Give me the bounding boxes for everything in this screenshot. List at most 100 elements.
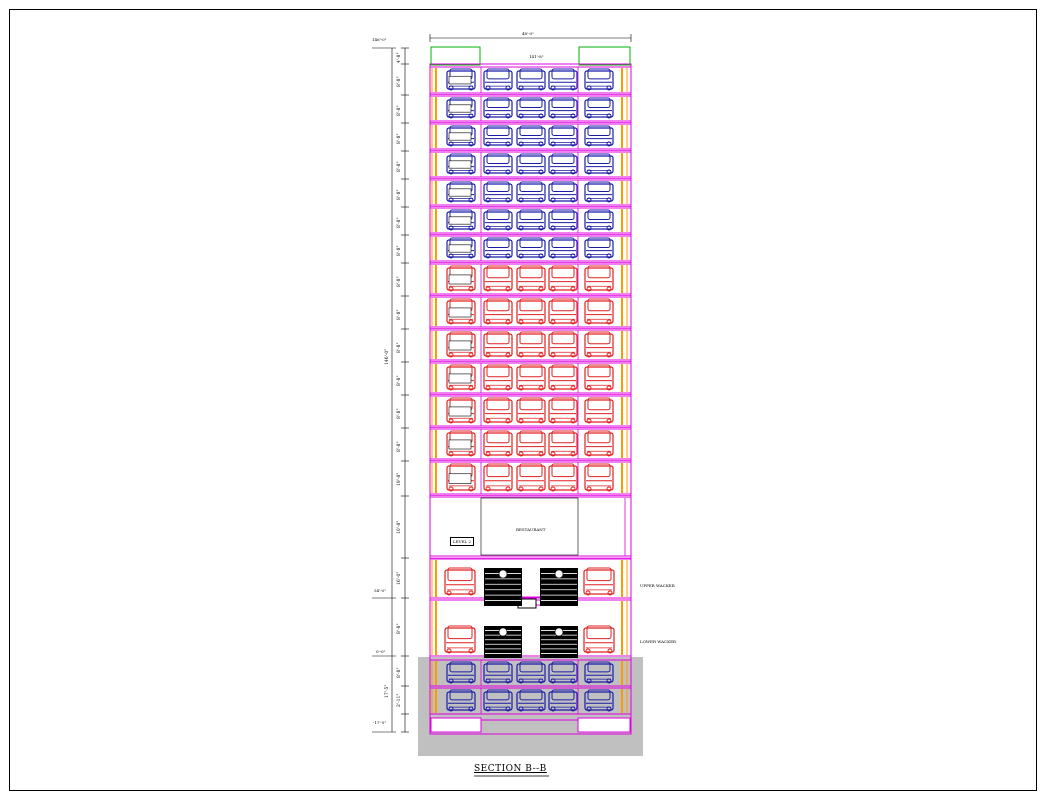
floor-height-label: 8'-8": [397, 133, 402, 144]
car: [516, 430, 546, 457]
car: [516, 68, 546, 91]
car: [483, 237, 513, 259]
floor-height-label: 8'-8": [397, 217, 402, 228]
car: [483, 463, 513, 492]
car: [584, 298, 614, 325]
total-height-label: 146'-0": [385, 348, 390, 365]
car: [516, 265, 546, 292]
parking-floor: [429, 95, 632, 122]
restaurant-label: RESTAURANT: [516, 527, 546, 532]
floor-height-label: 8'-8": [397, 623, 402, 634]
elevator-plate: [448, 188, 472, 197]
pit-slab: [429, 713, 632, 721]
parking-floor: [429, 395, 632, 427]
car: [584, 689, 614, 712]
parking-floor: [429, 263, 632, 295]
floor-height-label: 8'-8": [397, 161, 402, 172]
elevator-plate: [448, 373, 472, 384]
car: [584, 265, 614, 292]
drawing-frame: [9, 9, 1037, 791]
car: [548, 265, 578, 292]
floor-height-label: 16'-0": [397, 571, 402, 585]
floor-height-label: 8'-8": [397, 275, 402, 287]
car: [483, 298, 513, 325]
elevator-plate: [448, 439, 472, 450]
overall-width-label: 48'-0": [522, 31, 534, 36]
car: [444, 625, 476, 654]
floor-height-label: 8'-8": [397, 189, 402, 200]
car: [548, 463, 578, 492]
parking-floor: [429, 235, 632, 262]
floor-height-label: 8'-8": [397, 667, 402, 678]
car: [548, 237, 578, 259]
floor-height-label: 8'-8": [397, 105, 402, 116]
car: [444, 567, 476, 596]
car: [584, 209, 614, 231]
car: [483, 661, 513, 684]
car: [584, 125, 614, 147]
section-title: SECTION B--B: [474, 764, 547, 774]
parking-floor: [429, 179, 632, 206]
car: [516, 153, 546, 175]
street-level-label: 0'-0": [376, 649, 386, 654]
car: [548, 331, 578, 358]
car: [584, 430, 614, 457]
car: [483, 331, 513, 358]
elevator-indicator: [554, 569, 564, 579]
elevator-plate: [448, 406, 472, 417]
bottom-level-label: -17'-5": [373, 720, 387, 725]
car: [516, 331, 546, 358]
car: [446, 661, 476, 684]
car: [584, 68, 614, 91]
car: [516, 298, 546, 325]
car: [516, 364, 546, 391]
parking-floor: [429, 151, 632, 178]
car: [516, 463, 546, 492]
upper-wacker-level-label: 34'-0": [374, 588, 386, 593]
car: [483, 689, 513, 712]
floor-height-label: 8'-8": [397, 440, 402, 452]
car: [584, 463, 614, 492]
car: [548, 364, 578, 391]
elevator-plate: [448, 473, 472, 484]
car: [483, 181, 513, 203]
car: [516, 181, 546, 203]
car: [516, 661, 546, 684]
car: [548, 68, 578, 91]
car: [584, 364, 614, 391]
lower-wacker-label: LOWER WACKER: [640, 639, 677, 644]
elevator-plate: [448, 216, 472, 225]
car: [584, 331, 614, 358]
car: [483, 153, 513, 175]
car: [548, 153, 578, 175]
car: [583, 567, 615, 596]
elevator-indicator: [498, 569, 508, 579]
roof-stair-box-right: [578, 46, 631, 66]
ground-fill: [418, 657, 643, 756]
roof-slab-label: 141'-8": [529, 54, 544, 59]
elevator-plate: [448, 75, 472, 85]
parking-floor: [429, 329, 632, 361]
parking-floor: [429, 123, 632, 150]
top-level-label: 146'-0": [372, 37, 387, 42]
elevator-plate: [448, 340, 472, 351]
car: [483, 397, 513, 424]
elevator-plate: [448, 160, 472, 169]
parking-floor: [429, 428, 632, 460]
elevator-plate: [448, 132, 472, 141]
floor-height-label: 2'-11": [397, 693, 402, 707]
car: [548, 125, 578, 147]
car: [516, 209, 546, 231]
car: [548, 97, 578, 119]
car: [446, 689, 476, 712]
car: [516, 237, 546, 259]
elevator-plate: [448, 307, 472, 318]
car: [483, 68, 513, 91]
parking-floor: [429, 207, 632, 234]
parking-floor: [429, 296, 632, 328]
floor-height-label: 8'-8": [397, 308, 402, 320]
car: [584, 237, 614, 259]
level-label: LEVEL 2: [450, 537, 474, 546]
car: [584, 181, 614, 203]
basement-floor: [429, 659, 632, 687]
